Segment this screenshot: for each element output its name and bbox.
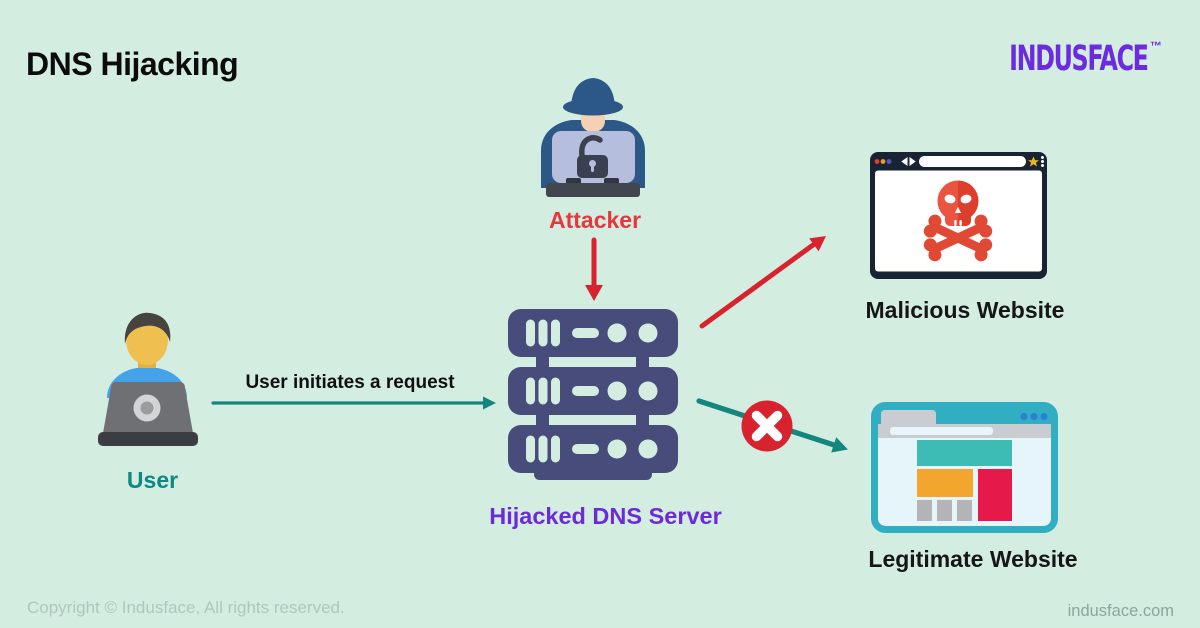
redirect-arrow — [699, 236, 826, 329]
trademark-symbol: ™ — [1150, 39, 1162, 53]
dns-server-icon — [508, 309, 678, 480]
blocked-arrow — [696, 398, 848, 453]
star-icon — [1028, 156, 1039, 167]
dns-server-label: Hijacked DNS Server — [489, 503, 722, 529]
malicious-website-label: Malicious Website — [865, 297, 1065, 323]
server-row — [508, 367, 678, 415]
indusface-logo: INDUSFACE ™ — [944, 39, 1162, 79]
legitimate-website-icon — [871, 402, 1058, 533]
blocked-x-icon — [741, 400, 793, 452]
page-layout-blocks — [917, 440, 1012, 521]
back-icon — [901, 157, 908, 166]
user-icon — [98, 312, 198, 446]
attack-arrow — [585, 237, 603, 301]
request-flow-label: User initiates a request — [245, 372, 455, 393]
footer-copyright: Copyright © Indusface, All rights reserv… — [27, 598, 345, 617]
server-row — [508, 309, 678, 357]
url-bar — [919, 156, 1026, 167]
skull-crossbones-icon — [923, 180, 993, 262]
attacker-label: Attacker — [548, 207, 642, 233]
legitimate-website-label: Legitimate Website — [868, 546, 1078, 572]
footer-site: indusface.com — [1067, 602, 1174, 620]
page-title: DNS Hijacking — [26, 46, 239, 82]
request-arrow — [211, 396, 496, 410]
attacker-icon — [541, 78, 645, 197]
browser-toolbar — [874, 156, 1044, 167]
browser-tab — [881, 410, 936, 424]
malicious-website-icon — [870, 152, 1047, 279]
forward-icon — [909, 157, 916, 166]
user-label: User — [126, 467, 179, 493]
indusface-logo-text: INDUSFACE — [1009, 39, 1150, 79]
server-row — [508, 425, 678, 473]
